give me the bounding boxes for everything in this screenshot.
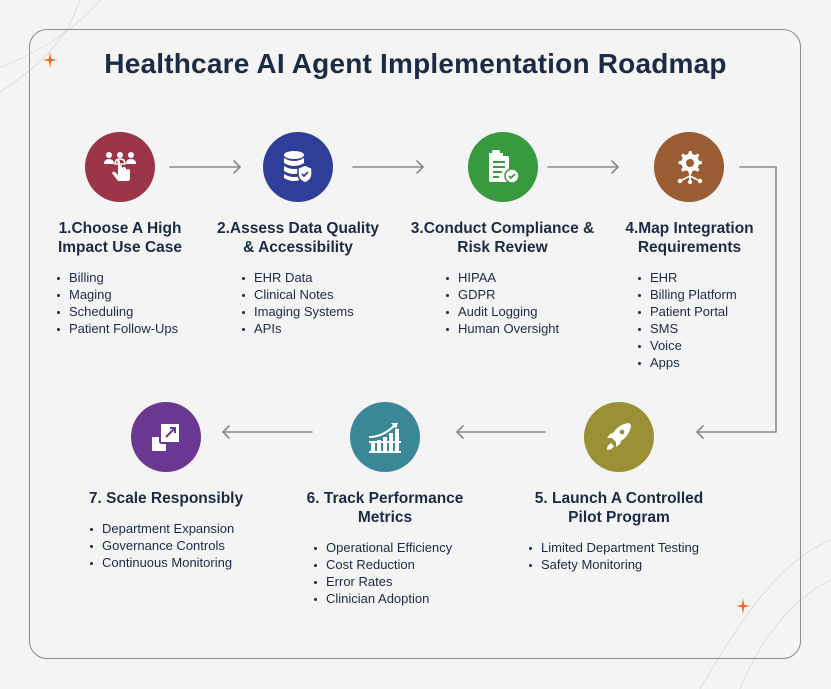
list-item: Voice <box>636 337 737 354</box>
step-3-circle <box>468 132 538 202</box>
list-item: Department Expansion <box>88 520 234 537</box>
step-2-circle <box>263 132 333 202</box>
list-item: Billing Platform <box>636 286 737 303</box>
list-item: EHR <box>636 269 737 286</box>
list-item: Clinician Adoption <box>312 590 452 607</box>
arrow-left-icon <box>222 425 313 439</box>
list-item: Patient Portal <box>636 303 737 320</box>
list-item: Maging <box>55 286 178 303</box>
growth-chart-icon <box>368 423 401 453</box>
arrow-elbow-icon <box>696 166 777 439</box>
step-6-list: Operational Efficiency Cost Reduction Er… <box>312 539 452 607</box>
step-4-circle <box>654 132 724 202</box>
step-3-list: HIPAA GDPR Audit Logging Human Oversight <box>444 269 559 337</box>
list-item: Governance Controls <box>88 537 234 554</box>
gear-network-icon <box>677 151 703 185</box>
step-1-title: 1.Choose A High Impact Use Case <box>57 220 183 256</box>
step-7-circle <box>131 402 201 472</box>
list-item: Imaging Systems <box>240 303 354 320</box>
list-item: HIPAA <box>444 269 559 286</box>
list-item: GDPR <box>444 286 559 303</box>
list-item: Continuous Monitoring <box>88 554 234 571</box>
list-item: APIs <box>240 320 354 337</box>
page-title: Healthcare AI Agent Implementation Roadm… <box>104 48 727 79</box>
step-3-title: 3.Conduct Compliance & Risk Review <box>410 220 595 256</box>
database-shield-icon <box>284 151 313 184</box>
arrow-left-icon <box>456 425 546 439</box>
list-item: Apps <box>636 354 737 371</box>
roadmap-frame <box>29 29 801 659</box>
step-5-list: Limited Department Testing Safety Monito… <box>527 539 699 573</box>
step-2-list: EHR Data Clinical Notes Imaging Systems … <box>240 269 354 337</box>
step-7-list: Department Expansion Governance Controls… <box>88 520 234 571</box>
arrow-right-icon <box>169 160 241 174</box>
rocket-icon <box>607 423 631 450</box>
clipboard-check-icon <box>489 150 520 184</box>
team-click-icon <box>104 152 136 181</box>
step-5-title: 5. Launch A Controlled Pilot Program <box>534 490 704 526</box>
step-6-title: 6. Track Performance Metrics <box>306 490 464 526</box>
step-5-circle <box>584 402 654 472</box>
list-item: Error Rates <box>312 573 452 590</box>
list-item: Operational Efficiency <box>312 539 452 556</box>
list-item: Clinical Notes <box>240 286 354 303</box>
arrow-right-icon <box>352 160 424 174</box>
step-4-list: EHR Billing Platform Patient Portal SMS … <box>636 269 737 371</box>
list-item: Audit Logging <box>444 303 559 320</box>
step-1-list: Billing Maging Scheduling Patient Follow… <box>55 269 178 337</box>
list-item: Patient Follow-Ups <box>55 320 178 337</box>
step-4-title: 4.Map Integration Requirements <box>625 220 754 256</box>
step-2-title: 2.Assess Data Quality & Accessibility <box>217 220 379 256</box>
list-item: SMS <box>636 320 737 337</box>
list-item: Cost Reduction <box>312 556 452 573</box>
step-1-circle <box>85 132 155 202</box>
step-7-title: 7. Scale Responsibly <box>88 490 244 507</box>
list-item: Safety Monitoring <box>527 556 699 573</box>
scale-up-icon <box>152 422 181 451</box>
step-6-circle <box>350 402 420 472</box>
list-item: Human Oversight <box>444 320 559 337</box>
list-item: EHR Data <box>240 269 354 286</box>
list-item: Billing <box>55 269 178 286</box>
arrow-right-icon <box>547 160 619 174</box>
list-item: Scheduling <box>55 303 178 320</box>
list-item: Limited Department Testing <box>527 539 699 556</box>
